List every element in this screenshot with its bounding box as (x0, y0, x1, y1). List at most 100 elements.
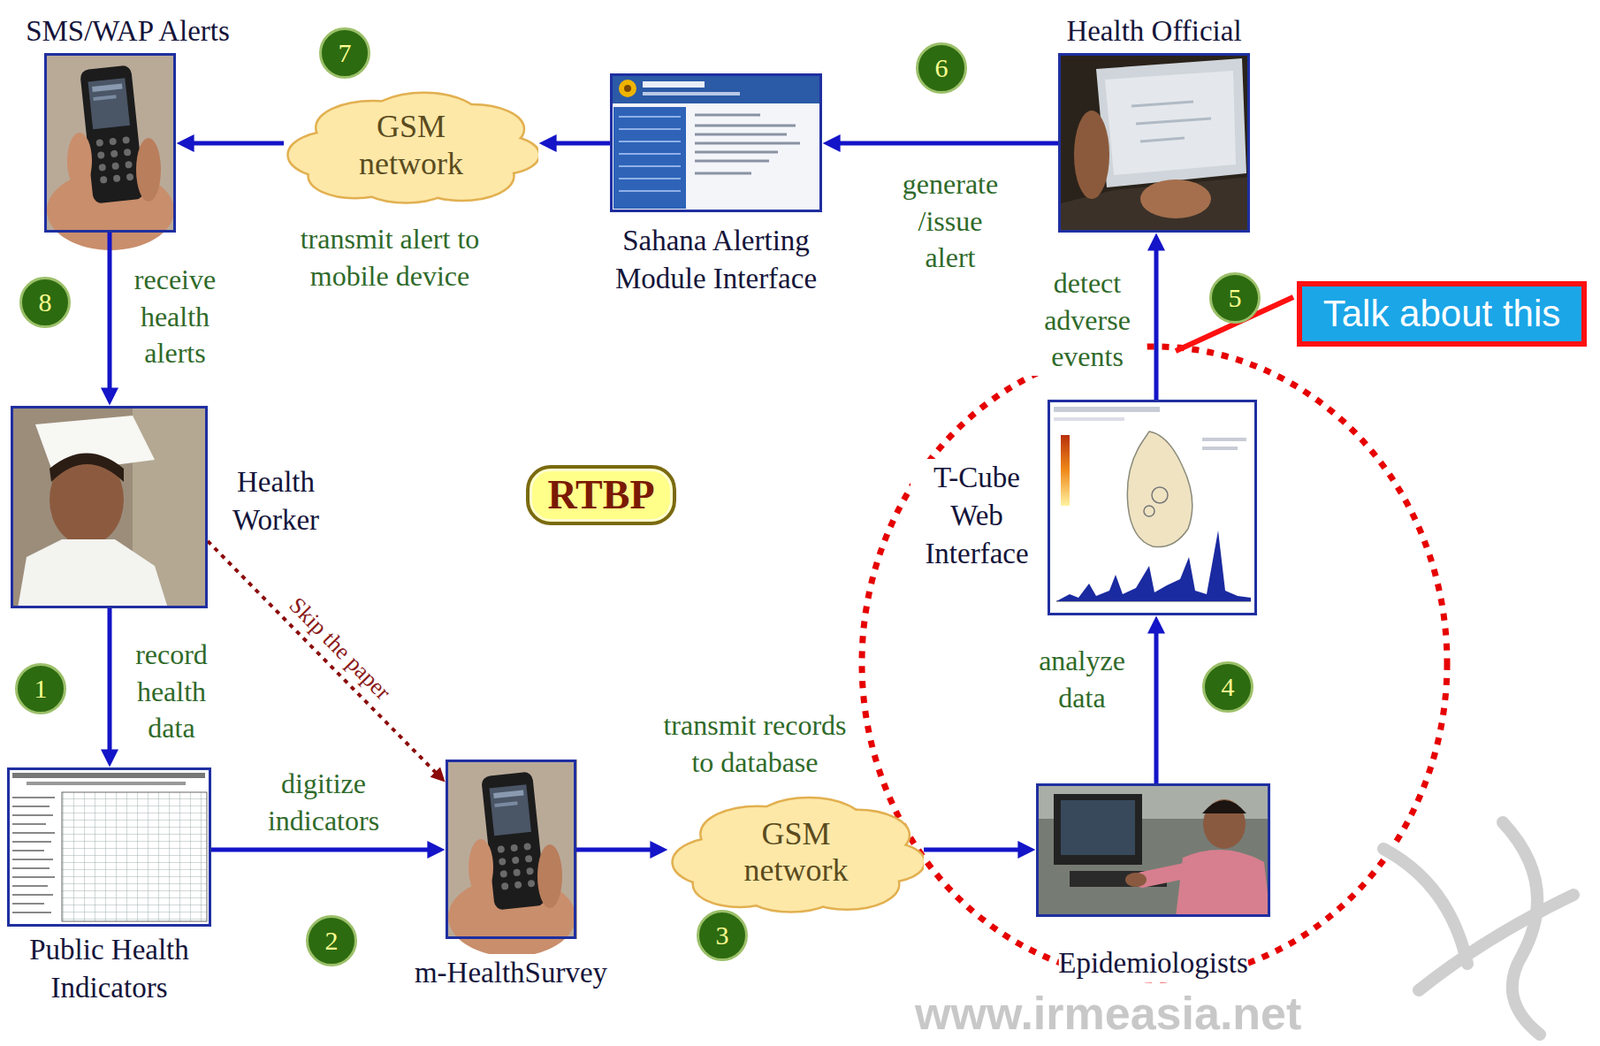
flow-arrow (107, 232, 113, 400)
logo-watermark (1418, 894, 1574, 991)
logo-watermark (1383, 822, 1574, 1035)
callout-number: 1 (15, 662, 67, 715)
worker-photo (49, 453, 124, 483)
flow-arrow (182, 141, 284, 146)
picture-frame: Sahana Alerting Module Interface (609, 73, 823, 213)
sahana-screenshot (618, 116, 681, 191)
picture-frame: m-HealthSurvey (445, 759, 577, 939)
indicator-form (12, 797, 55, 913)
official-photo (1058, 53, 1250, 233)
tcube-screenshot (1056, 530, 1251, 602)
sahana-screenshot (694, 114, 800, 174)
indicator-form (12, 772, 206, 778)
network-cloud: GSM network (283, 86, 539, 205)
callout-digit: 7 (338, 39, 352, 67)
flow-arrow (923, 847, 1030, 853)
picture-frame: SMS/WAP Alerts (44, 53, 176, 233)
frame-caption: Health Worker (213, 463, 338, 540)
epidemiologist-photo (1175, 849, 1271, 917)
flow-arrow (1154, 621, 1159, 784)
official-photo (1140, 179, 1212, 219)
note-text: Talk about this (1323, 291, 1562, 336)
epidemiologist-photo (1060, 800, 1136, 855)
callout-number: 5 (1209, 272, 1261, 324)
edge-label: transmit records to database (651, 707, 859, 781)
tcube-screenshot (1202, 437, 1247, 442)
tcube-screenshot (1047, 399, 1258, 616)
sahana-screenshot (618, 79, 637, 98)
callout-number: 4 (1202, 661, 1254, 713)
badge-text: RTBP (547, 470, 655, 519)
tcube-screenshot (1047, 399, 1258, 616)
skip-label: Skip the paper (281, 592, 397, 708)
frame-caption: T-Cube Web Interface (910, 458, 1044, 573)
tcube-screenshot (1053, 417, 1125, 421)
network-cloud: GSM network (668, 791, 924, 914)
highlight-ellipse (861, 346, 1448, 980)
watermark-text: www.irmeasia.net (914, 990, 1302, 1037)
worker-photo (17, 539, 168, 609)
epidemiologist-photo (1036, 783, 1271, 917)
frame-caption: Health Official (1066, 12, 1242, 51)
tcube-screenshot (1143, 505, 1155, 517)
edge-label: receive health alerts (118, 261, 232, 373)
sahana-screenshot (642, 91, 740, 96)
indicator-form (26, 781, 186, 785)
flow-arrow (107, 608, 113, 762)
frame-caption: Epidemiologists (1058, 944, 1249, 983)
worker-photo (10, 405, 208, 609)
callout-digit: 1 (34, 675, 48, 702)
picture-frame: Health Official (1058, 53, 1250, 233)
edge-label: detect adverse events (1028, 265, 1147, 376)
callout-number: 6 (915, 42, 968, 94)
tcube-screenshot (1053, 406, 1160, 412)
callout-digit: 5 (1228, 284, 1242, 312)
cloud-label: GSM network (335, 108, 487, 183)
frame-caption: SMS/WAP Alerts (25, 12, 230, 51)
indicator-form (7, 767, 212, 927)
callout-digit: 6 (935, 54, 949, 82)
logo-watermark (1383, 848, 1468, 964)
sahana-screenshot (609, 73, 823, 213)
official-photo (1131, 101, 1212, 142)
epidemiologist-photo (1125, 872, 1147, 887)
flow-arrow (1154, 238, 1159, 400)
epidemiologist-photo (1203, 799, 1246, 849)
callout-number: 3 (696, 909, 748, 961)
picture-frame: Health Worker (10, 405, 208, 609)
tcube-screenshot (1127, 431, 1192, 548)
title-badge: RTBP (525, 464, 676, 525)
tcube-screenshot (1060, 434, 1070, 506)
frame-caption: Sahana Alerting Module Interface (587, 221, 845, 298)
epidemiologist-photo (1142, 870, 1185, 880)
edge-label: generate /issue alert (893, 166, 1008, 277)
epidemiologist-photo (1036, 783, 1271, 917)
sahana-screenshot (609, 73, 823, 104)
sahana-screenshot (642, 81, 705, 88)
official-photo (1104, 70, 1236, 176)
callout-digit: 3 (716, 921, 730, 949)
worker-photo (10, 405, 208, 609)
callout-digit: 2 (325, 927, 339, 954)
note-box: Talk about this (1296, 281, 1588, 347)
sahana-screenshot (613, 106, 686, 209)
tcube-screenshot (1202, 446, 1238, 450)
official-photo (1058, 53, 1250, 233)
epidemiologist-photo (1202, 800, 1247, 814)
skip-arrow (207, 540, 442, 779)
official-photo (1096, 58, 1247, 188)
callout-number: 8 (19, 276, 71, 328)
callout-digit: 4 (1221, 673, 1235, 701)
callout-number: 7 (319, 27, 371, 79)
indicator-form (7, 767, 212, 927)
frame-caption: Public Health Indicators (3, 930, 216, 1007)
cloud-label: GSM network (721, 815, 872, 890)
picture-frame: Epidemiologists (1036, 783, 1271, 917)
indicator-form (61, 792, 207, 922)
phone-photo (445, 759, 578, 957)
callout-digit: 8 (38, 289, 53, 316)
edge-label: digitize indicators (242, 765, 405, 839)
tcube-screenshot (1151, 487, 1168, 503)
sahana-screenshot (609, 73, 823, 213)
